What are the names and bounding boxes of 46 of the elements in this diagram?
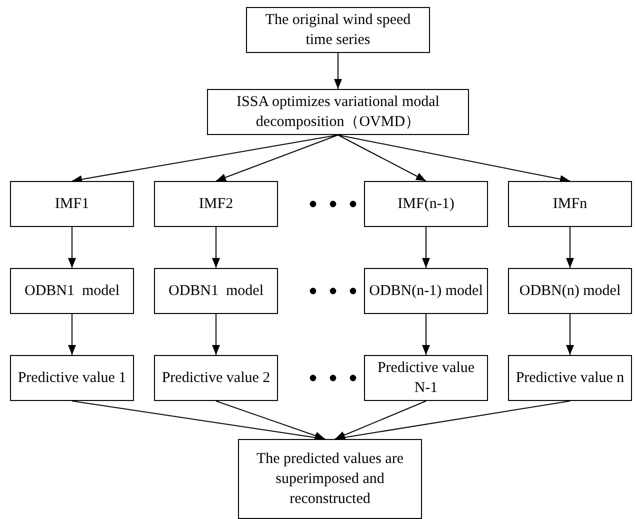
arrow [338, 134, 426, 182]
process-box [364, 181, 488, 227]
arrow [334, 52, 342, 90]
box-text: Predictive value N-1 [376, 359, 476, 398]
box-text: ODBN(n-1) model [369, 282, 483, 301]
box-text: ODBN1 model [24, 282, 120, 301]
process-box [238, 439, 422, 519]
arrow [68, 314, 76, 356]
box-text: The original wind speed time series [264, 11, 412, 50]
box-text: Predictive value 1 [18, 369, 126, 388]
arrow [422, 314, 430, 356]
process-box [508, 268, 632, 314]
process-box [154, 355, 278, 401]
process-box [364, 268, 488, 314]
arrow [334, 400, 426, 440]
box-text: IMF1 [54, 195, 90, 214]
process-box [154, 181, 278, 227]
process-box [364, 355, 488, 401]
box-text: ODBN1 model [168, 282, 264, 301]
arrow [566, 314, 574, 356]
box-text: IMF(n-1) [398, 195, 454, 214]
process-box [10, 355, 134, 401]
arrow [68, 226, 76, 268]
process-box [207, 89, 469, 135]
process-box [508, 181, 632, 227]
arrow [566, 226, 574, 268]
process-box [154, 268, 278, 314]
box-text: Predictive value 2 [162, 369, 270, 388]
arrow [422, 226, 430, 268]
arrow [216, 400, 326, 440]
arrow [72, 134, 338, 184]
box-text: ISSA optimizes variational modal decomposition（OVMD） [236, 93, 440, 132]
arrow [334, 400, 570, 442]
box-text: ODBN(n) model [519, 282, 621, 301]
arrow [212, 226, 220, 268]
process-box [246, 7, 430, 53]
process-box [10, 181, 134, 227]
arrow [212, 314, 220, 356]
arrow [216, 134, 338, 182]
arrow [338, 134, 570, 183]
box-text: IMF2 [198, 195, 234, 214]
process-box [10, 268, 134, 314]
process-box [508, 355, 632, 401]
box-text: Predictive value n [516, 369, 624, 388]
box-text: IMFn [552, 195, 588, 214]
box-text: The predicted values are superimposed and reconstructed [255, 450, 404, 509]
